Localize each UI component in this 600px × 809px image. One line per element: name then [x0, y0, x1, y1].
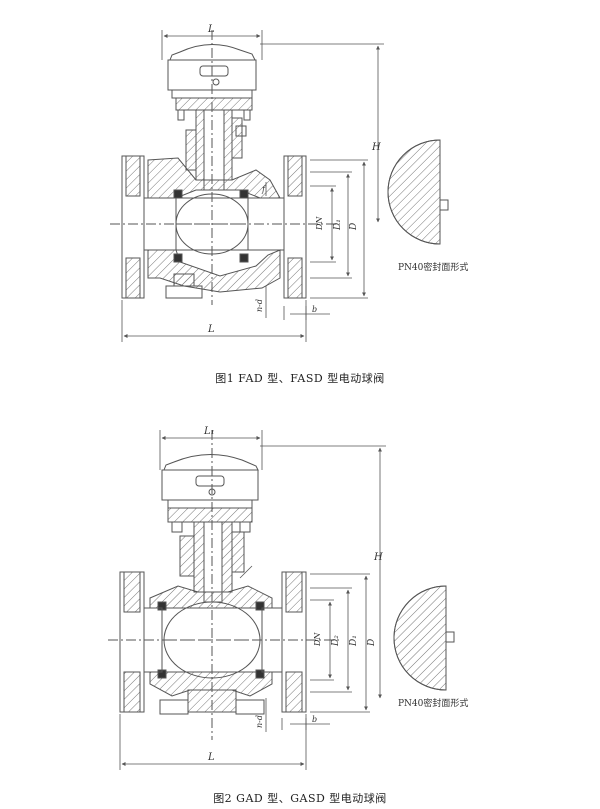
- dim-label-H: H: [371, 142, 381, 153]
- right-flange: [247, 155, 307, 299]
- dim-label-b: b: [312, 305, 317, 314]
- mounting-bracket: [167, 507, 253, 603]
- figure-1-fad-valve-drawing: [110, 30, 449, 342]
- figure-2-caption: 图2 GAD 型、GASD 型电动球阀: [213, 792, 387, 805]
- dim-label-D2: D₂: [331, 635, 341, 647]
- dim-label-D: D: [349, 223, 359, 231]
- left-flange: [119, 571, 163, 713]
- valve-body: [147, 157, 281, 293]
- dim-label-DN: DN: [315, 216, 324, 231]
- dim-label-DN: DN: [313, 632, 322, 647]
- dim-label-n-d: n-d: [255, 299, 264, 312]
- pn40-seal-detail: [393, 585, 455, 691]
- left-flange: [121, 155, 177, 299]
- right-flange: [261, 571, 307, 713]
- dim-label-n-d: n-d: [255, 715, 264, 728]
- dim-label-D1: D₁: [349, 635, 359, 647]
- dim-label-D1: D₁: [333, 219, 343, 231]
- figure-2-gad-valve-drawing: [108, 430, 455, 770]
- seal-detail-caption: PN40密封面形式: [398, 261, 468, 273]
- dim-label-b: b: [312, 715, 317, 724]
- figure-1-caption: 图1 FAD 型、FASD 型电动球阀: [215, 372, 385, 385]
- electric-actuator: [161, 453, 259, 509]
- dim-label-L-top: L: [207, 24, 215, 35]
- figure-2-labels: L₁ L H DN D₂ D₁ D n-d b PN40密封面形式: [203, 426, 468, 763]
- dim-label-f: f: [261, 185, 267, 194]
- figure-1-labels: L L H DN D₁ D f n-d b PN40密封面形式: [207, 24, 468, 335]
- dim-label-L-bottom: L: [207, 324, 215, 335]
- dim-label-H: H: [373, 552, 383, 563]
- pn40-seal-detail: [387, 139, 449, 245]
- dim-label-D: D: [367, 639, 377, 647]
- dim-label-L1-top: L₁: [203, 426, 215, 437]
- bottom-drain-bolt: [165, 273, 203, 299]
- dimension-lines: [119, 430, 386, 770]
- dimension-lines: [121, 30, 384, 342]
- valve-body: [149, 585, 273, 697]
- dim-label-L-bottom: L: [207, 752, 215, 763]
- seal-detail-caption: PN40密封面形式: [398, 697, 468, 709]
